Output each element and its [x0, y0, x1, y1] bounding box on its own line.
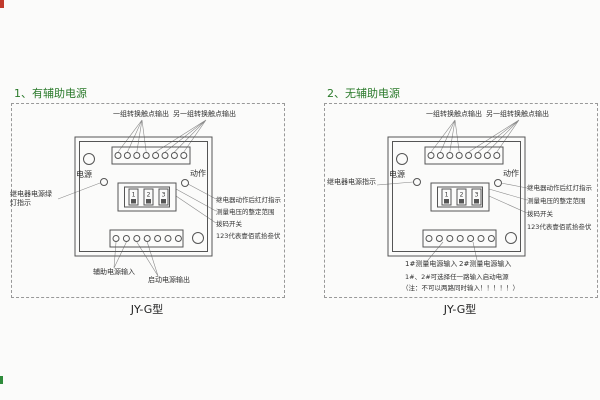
warning-note: （注：不可以两路同时输入！！！！！） — [402, 284, 519, 292]
input-select-note: 1#、2#可选择任一路输入启动电源 — [405, 273, 509, 281]
dashed-outline: 1 2 3 一组转换触点输出 另一组转换触点输出 继电器电源指示 — [324, 103, 598, 298]
voltage-range-label: 测量电压的整定范围 — [527, 197, 586, 205]
corner-red-mark — [0, 0, 4, 8]
top-contact-label-2: 另一组转换触点输出 — [173, 110, 236, 118]
leader-lines-right — [175, 183, 217, 224]
power-led-icon — [413, 178, 421, 186]
dip-digit: 3 — [162, 192, 166, 199]
relay-power-indicator-label: 继电器电源绿灯指示 — [10, 190, 52, 207]
start-power-output-label: 启动电源输出 — [148, 276, 190, 284]
dip-digit: 2 — [460, 192, 464, 199]
action-red-led-label: 继电器动作后红灯指示 — [216, 196, 281, 204]
top-contact-label-2: 另一组转换触点输出 — [486, 110, 549, 118]
top-terminal-strip — [111, 146, 191, 165]
action-led-icon — [181, 179, 189, 187]
panel-without-aux-power: 2、无辅助电源 — [321, 85, 600, 325]
action-label: 动作 — [190, 169, 206, 178]
dip-code-note: 123代表壹佰贰拾叁伏 — [216, 232, 281, 240]
dip-digit: 1 — [132, 192, 136, 199]
device-outline — [387, 136, 526, 257]
dip-code-note: 123代表壹佰贰拾叁伏 — [527, 223, 592, 231]
dip-switch: 1 2 3 — [430, 182, 490, 212]
dip-switch: 1 2 3 — [117, 182, 177, 212]
section-heading: 2、无辅助电源 — [327, 87, 400, 100]
screw-icon — [192, 232, 204, 244]
model-caption: JY-G型 — [130, 303, 164, 316]
dashed-outline: 1 2 3 一组转换触点输出 另一组转换触点输出 继电器电源绿灯指示 — [10, 103, 285, 298]
voltage-range-label: 测量电压的整定范围 — [216, 208, 275, 216]
aux-power-input-label: 辅助电源输入 — [93, 268, 135, 276]
screw-icon — [396, 153, 408, 165]
leader-lines-top — [117, 119, 207, 153]
bottom-terminal-strip — [109, 229, 184, 248]
action-red-led-label: 继电器动作后红灯指示 — [527, 184, 592, 192]
top-contact-label-1: 一组转换触点输出 — [426, 110, 482, 118]
model-caption: JY-G型 — [443, 303, 477, 316]
power-label: 电源 — [76, 170, 92, 179]
screw-icon — [505, 232, 517, 244]
top-terminal-strip — [424, 146, 504, 165]
power-led-icon — [100, 178, 108, 186]
panel-with-aux-power: 1、有辅助电源 — [8, 85, 308, 325]
device-diagram: 1 2 3 — [57, 119, 217, 277]
dip-switch-label: 拨码开关 — [527, 210, 553, 218]
action-label: 动作 — [503, 169, 519, 178]
leader-lines-top — [430, 119, 520, 153]
leader-lines-right — [488, 182, 528, 214]
device-diagram: 1 2 3 — [376, 119, 528, 261]
measure-input-1-label: 1#测量电源输入 — [405, 260, 458, 268]
top-contact-label-1: 一组转换触点输出 — [113, 110, 169, 118]
measure-input-2-label: 2#测量电源输入 — [459, 260, 512, 268]
action-led-icon — [494, 179, 502, 187]
bottom-terminal-strip — [422, 229, 497, 248]
dip-switch-label: 拨码开关 — [216, 220, 242, 228]
leader-lines-bottom — [113, 241, 159, 277]
device-outline — [74, 136, 213, 257]
leader-line-left — [376, 181, 414, 186]
dip-digit: 1 — [445, 192, 449, 199]
relay-power-indicator-label: 继电器电源指示 — [327, 178, 376, 186]
section-heading: 1、有辅助电源 — [14, 87, 87, 100]
power-label: 电源 — [389, 170, 405, 179]
corner-green-mark — [0, 376, 3, 384]
dip-digit: 2 — [147, 192, 151, 199]
screw-icon — [83, 153, 95, 165]
dip-digit: 3 — [475, 192, 479, 199]
